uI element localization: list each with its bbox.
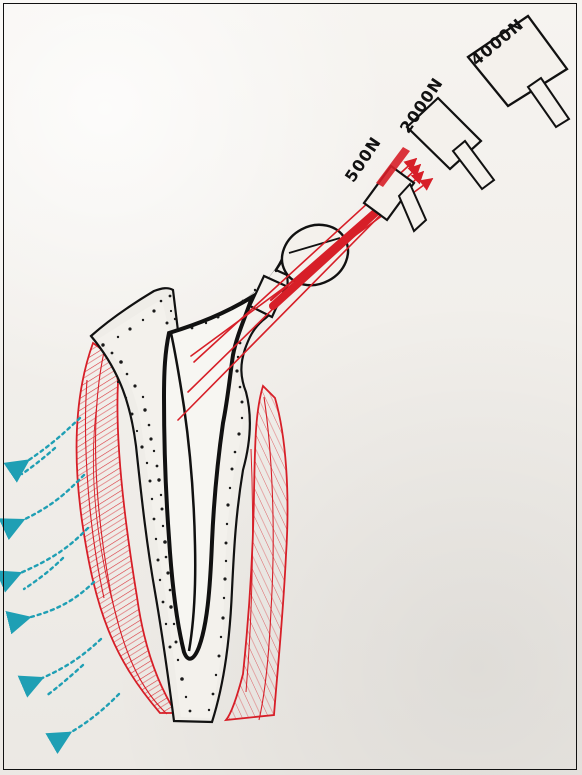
diagram-sketch bbox=[0, 0, 582, 775]
drawing-canvas: 500N 2000N 4000N bbox=[0, 0, 582, 775]
